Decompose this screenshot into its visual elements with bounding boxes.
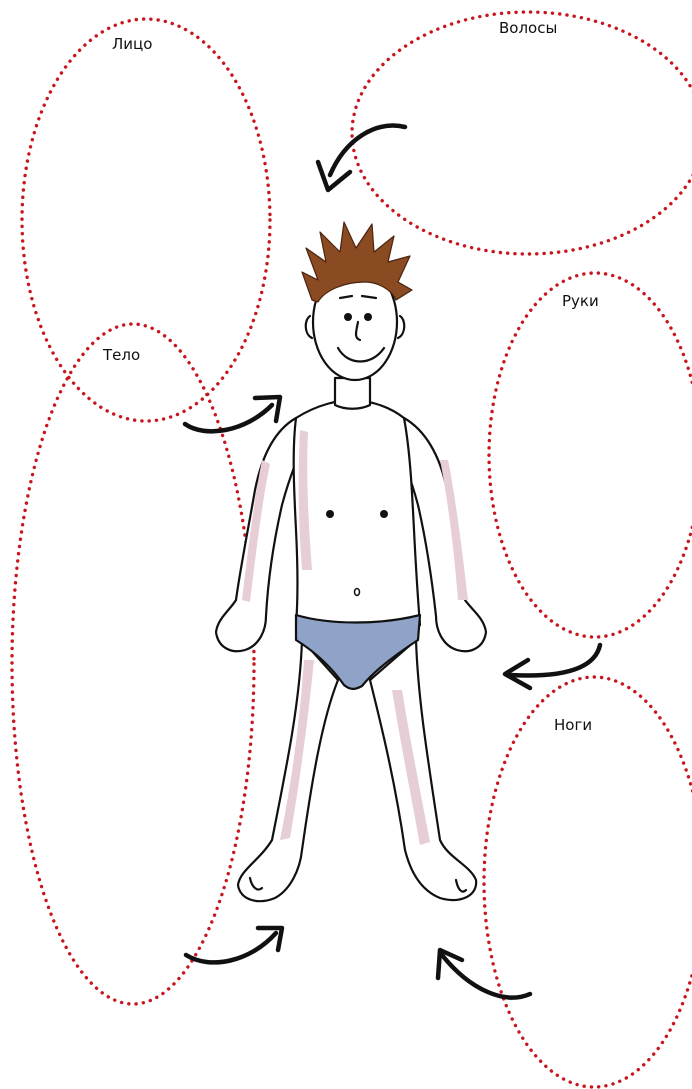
left-nipple	[326, 510, 334, 518]
cartoon-man	[216, 222, 486, 901]
hair-zone-label: Волосы	[499, 19, 557, 37]
zone-torso: Тело	[12, 324, 254, 1004]
arrow-face	[185, 397, 280, 431]
zone-legs: Ноги	[484, 677, 692, 1087]
right-nipple	[380, 510, 388, 518]
zone-arms: Руки	[489, 273, 692, 637]
arrow-arms	[505, 645, 600, 688]
legs-zone-label: Ноги	[554, 716, 592, 734]
arrow-legs	[438, 950, 530, 998]
neck	[335, 378, 370, 409]
torso-zone-label: Тело	[102, 346, 140, 364]
face-zone-label: Лицо	[112, 35, 152, 53]
zone-hair: Волосы	[352, 12, 692, 254]
face-zone-outline	[22, 19, 270, 421]
hair-zone-outline	[352, 12, 692, 254]
torso-zone-outline	[12, 324, 254, 1004]
torso	[294, 400, 420, 625]
legs-zone-outline	[484, 677, 692, 1087]
arrow-hair	[318, 126, 405, 190]
arrow-torso	[186, 928, 282, 962]
arms-zone-outline	[489, 273, 692, 637]
zone-face: Лицо	[22, 19, 270, 421]
arms-zone-label: Руки	[562, 292, 599, 310]
